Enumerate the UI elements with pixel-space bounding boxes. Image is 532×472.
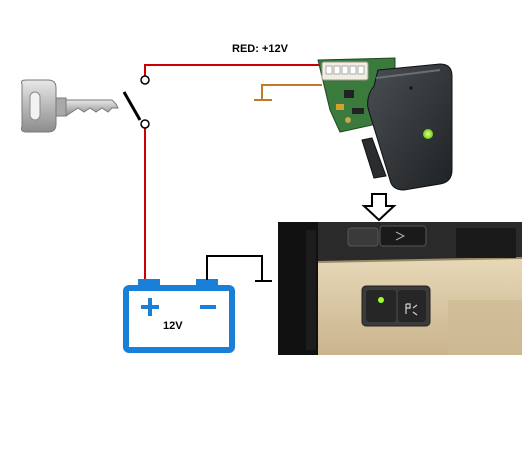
battery-ground-wire <box>206 255 272 282</box>
module-ground-symbol <box>254 84 322 101</box>
dashboard-photo <box>278 222 523 355</box>
battery-voltage-label: 12V <box>163 320 183 332</box>
car-key-icon <box>21 79 119 133</box>
battery-icon <box>123 279 235 353</box>
red-wire <box>144 64 322 282</box>
control-module-icon <box>317 57 453 191</box>
ignition-switch-icon <box>122 75 150 129</box>
wire-voltage-label: RED: +12V <box>232 43 288 55</box>
module-led-indicator <box>423 129 433 139</box>
down-arrow-icon <box>361 193 397 222</box>
